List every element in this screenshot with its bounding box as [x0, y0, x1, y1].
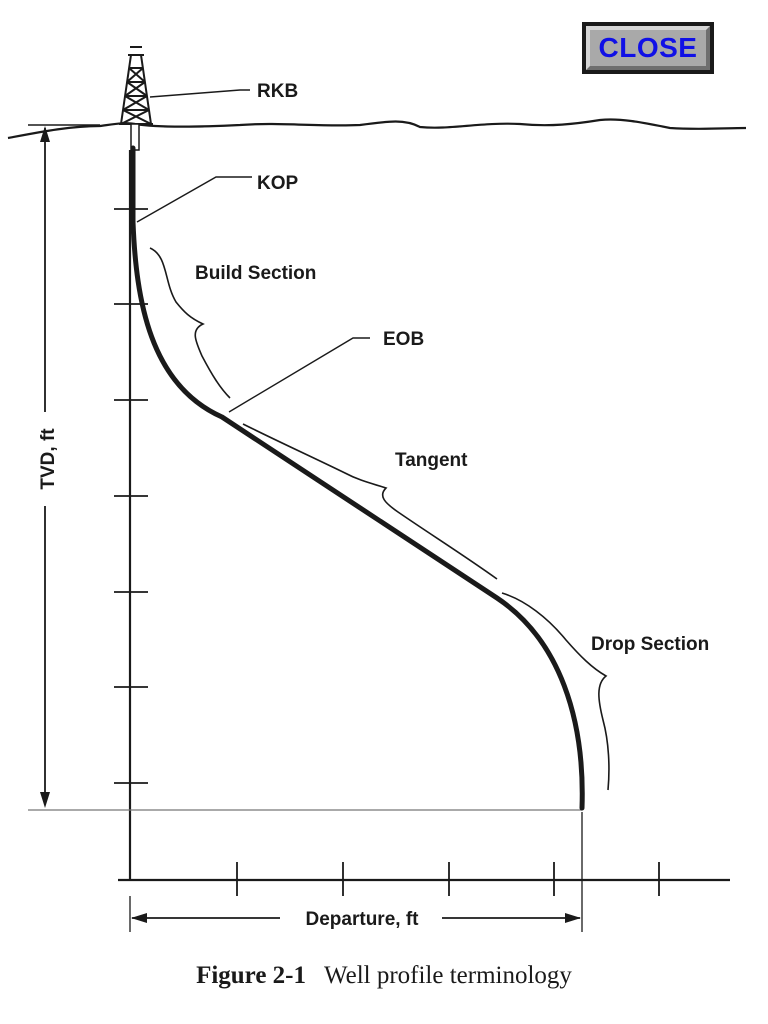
- departure-ticks: [236, 862, 660, 896]
- drop-section-brace: [501, 592, 610, 791]
- departure-axis-label: Departure, ft: [306, 909, 420, 930]
- tvd-arrow-top-icon: [40, 126, 50, 142]
- eob-label: EOB: [383, 329, 424, 350]
- close-button[interactable]: CLOSE: [582, 22, 714, 74]
- build-section-brace: [149, 247, 231, 399]
- figure-number: Figure 2-1: [196, 962, 306, 989]
- rkb-leader-line: [149, 89, 250, 98]
- figure-caption: Figure 2-1 Well profile terminology: [0, 962, 768, 990]
- tangent-brace: [242, 423, 498, 580]
- figure-title: Well profile terminology: [324, 962, 572, 989]
- tvd-axis-label: TVD, ft: [38, 428, 59, 490]
- well-path: [130, 145, 585, 811]
- build-section-label: Build Section: [195, 263, 316, 284]
- departure-arrow-right-icon: [565, 913, 581, 923]
- kop-label: KOP: [257, 173, 299, 194]
- departure-arrow-left-icon: [131, 913, 147, 923]
- tangent-label: Tangent: [395, 450, 468, 471]
- rkb-label: RKB: [257, 81, 298, 102]
- derrick-icon: [119, 46, 153, 125]
- drop-section-label: Drop Section: [591, 634, 709, 655]
- ground-surface-line: [7, 118, 747, 140]
- eob-leader-line: [228, 337, 370, 413]
- tvd-arrow-bottom-icon: [40, 792, 50, 808]
- close-button-label: CLOSE: [586, 26, 710, 70]
- kop-leader-line: [136, 176, 252, 223]
